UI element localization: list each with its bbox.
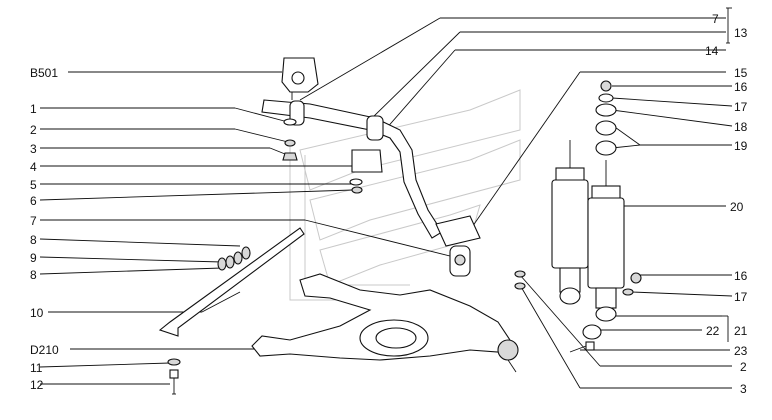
label-8b: 8 <box>30 268 37 282</box>
label-8a: 8 <box>30 233 37 247</box>
label-r23: 23 <box>734 344 748 358</box>
label-10: 10 <box>30 306 44 320</box>
tie-rod <box>158 227 305 337</box>
label-1: 1 <box>30 102 37 116</box>
label-12: 12 <box>30 378 44 392</box>
label-r19: 19 <box>734 139 748 153</box>
label-r20: 20 <box>730 200 744 214</box>
label-b501: B501 <box>30 66 58 80</box>
right-callout-labels: 7 13 14 15 16 17 18 19 20 16 17 22 21 23… <box>705 12 748 396</box>
label-r3: 3 <box>740 382 747 396</box>
label-r22: 22 <box>706 324 720 338</box>
label-5: 5 <box>30 178 37 192</box>
washers-nuts-left <box>282 118 383 194</box>
label-r13: 13 <box>734 26 748 40</box>
small-washers-centre <box>514 270 526 290</box>
shock-absorbers <box>551 140 625 322</box>
label-r17a: 17 <box>734 100 748 114</box>
label-r18: 18 <box>734 120 748 134</box>
mounting-clamp-b501 <box>281 57 319 100</box>
label-r15: 15 <box>734 66 748 80</box>
watermark-logo <box>289 89 521 301</box>
shock-bottom-hardware <box>569 272 642 353</box>
label-6: 6 <box>30 194 37 208</box>
left-leader-lines <box>39 71 459 385</box>
label-11: 11 <box>30 361 43 375</box>
label-r17b: 17 <box>734 290 748 304</box>
label-2: 2 <box>30 123 37 137</box>
label-r21: 21 <box>734 324 748 338</box>
lower-control-arm <box>251 273 519 373</box>
bolt-assembly <box>167 358 181 395</box>
label-r16b: 16 <box>734 269 748 283</box>
label-3: 3 <box>30 142 37 156</box>
label-9: 9 <box>30 251 37 265</box>
label-r2: 2 <box>740 360 747 374</box>
label-r14: 14 <box>705 44 719 58</box>
label-d210: D210 <box>30 343 59 357</box>
right-leader-lines <box>299 8 733 389</box>
label-7: 7 <box>30 214 37 228</box>
label-4: 4 <box>30 160 37 174</box>
label-r16a: 16 <box>734 80 748 94</box>
drop-link-bushing <box>435 215 481 277</box>
left-callout-labels: B501 1 2 3 4 5 6 7 8 9 8 10 D210 11 12 <box>30 66 59 392</box>
shock-top-hardware <box>595 80 617 156</box>
label-r7: 7 <box>712 12 719 26</box>
